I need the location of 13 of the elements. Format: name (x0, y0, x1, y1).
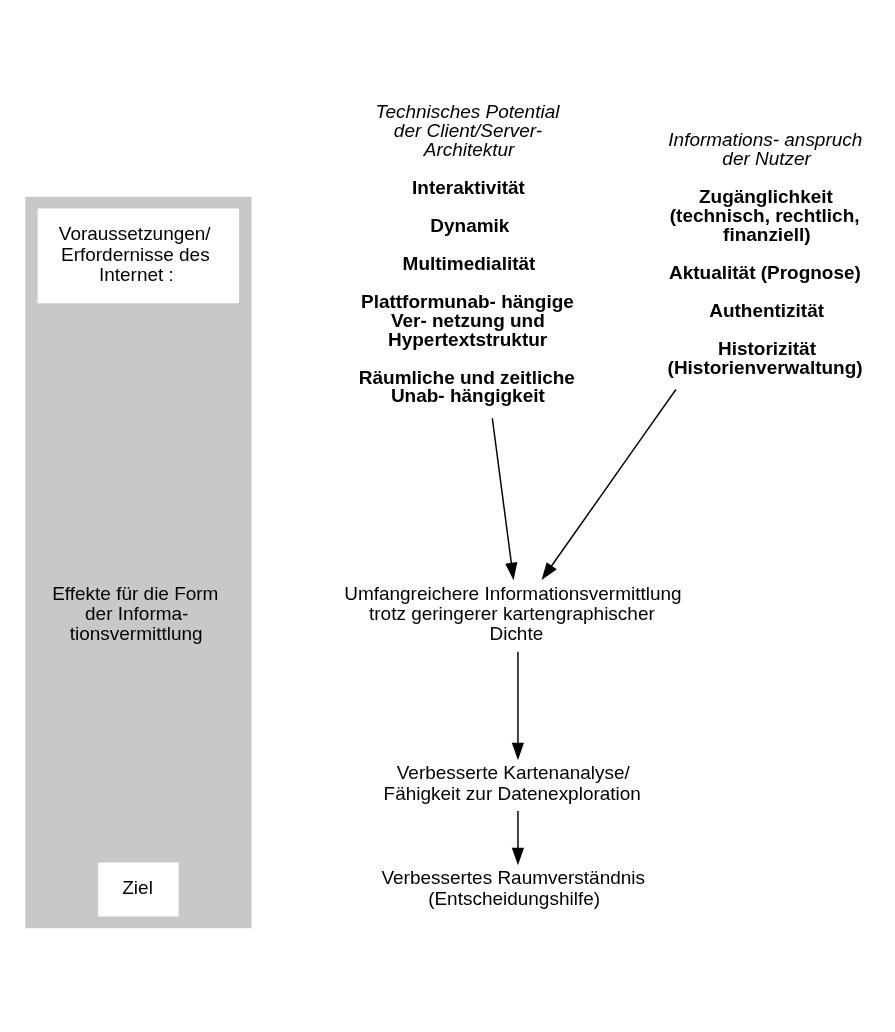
node-text: Umfangreichere Informationsvermittlung trotz geringerer kartengraphischer Dichte (344, 582, 682, 644)
arrow (511, 650, 525, 760)
cluster (25, 196, 252, 928)
arrow (491, 417, 518, 580)
node-text: Technisches Potential der Client/Server-Architektur Interaktivität Dynamik Multimedialität Plattformunab- hängige Ver- netzung und Hypertextstruktur Räumliche und zeitliche Unab- hängigkeit (358, 100, 575, 406)
label: Effekte für die Form der Informa- tionsvermittlung (52, 582, 219, 644)
node-text: Verbessertes Raumverständnis (Entscheidungshilfe) (381, 866, 646, 909)
node-text: Verbesserte Kartenanalyse/ Fähigkeit zur Datenexploration (383, 761, 641, 804)
arrow (511, 809, 525, 865)
node-box: Ziel (98, 862, 179, 917)
node-text: Informations- anspruch der Nutzer Zugänglichkeit (technisch, rechtlich, finanziell) Aktualität (Prognose) Authentizität Historizität (Historienverwaltung) (667, 128, 863, 378)
arrow (541, 388, 677, 580)
node-box: Voraussetzungen/ Erfordernisse des Internet : (37, 207, 240, 303)
